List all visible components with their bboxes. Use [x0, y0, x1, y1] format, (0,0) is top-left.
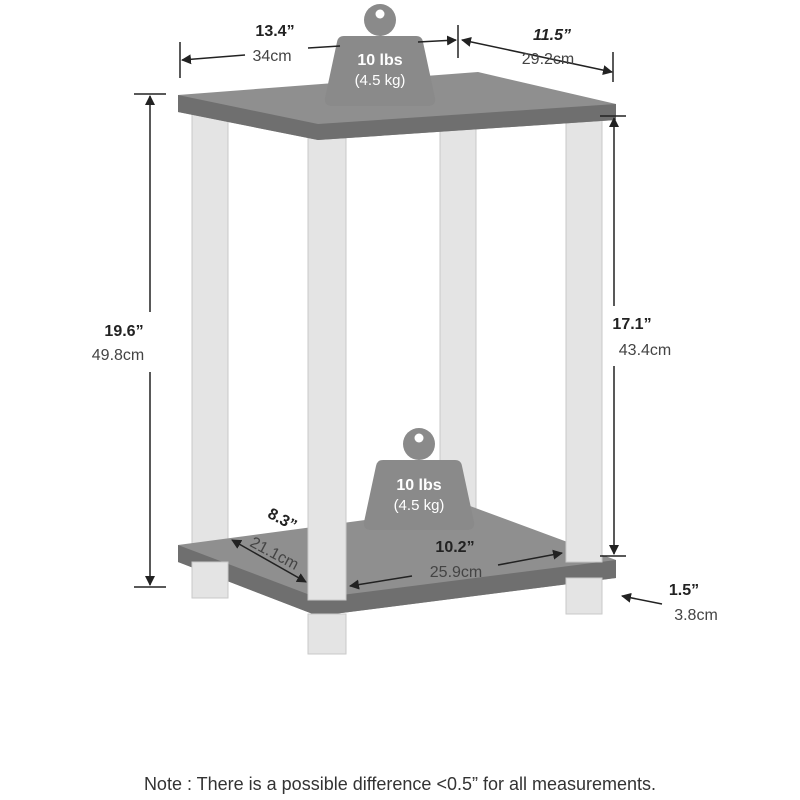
dimension-top-width: 13.4” 34cm — [179, 23, 459, 78]
dimension-top-depth: 11.5” 29.2cm — [461, 27, 614, 82]
dimension-bottom-width: 10.2” 25.9cm — [349, 539, 563, 590]
inner-height-cm: 43.4cm — [619, 342, 671, 359]
bottom-width-cm: 25.9cm — [430, 564, 482, 581]
dimension-total-height: 19.6” 49.8cm — [92, 93, 166, 588]
top-weight-lbs: 10 lbs — [357, 52, 402, 69]
top-depth-inch: 11.5” — [533, 27, 571, 44]
post-back-left — [191, 107, 229, 549]
foot-right — [565, 577, 603, 615]
inner-height-inch: 17.1” — [612, 316, 651, 333]
dimension-inner-height: 17.1” 43.4cm — [600, 115, 671, 557]
end-table — [178, 72, 616, 655]
foot-left — [191, 561, 229, 599]
dimension-foot-height: 1.5” 3.8cm — [621, 582, 718, 624]
post-back-right — [439, 127, 477, 509]
foot-height-cm: 3.8cm — [674, 607, 718, 624]
top-depth-cm: 29.2cm — [522, 51, 574, 68]
total-height-cm: 49.8cm — [92, 347, 144, 364]
top-width-cm: 34cm — [252, 48, 291, 65]
weight-icon-bottom: 10 lbs (4.5 kg) — [363, 428, 475, 530]
weight-icon-top: 10 lbs (4.5 kg) — [324, 4, 436, 106]
bottom-weight-kg: (4.5 kg) — [394, 497, 445, 514]
bottom-shelf-edge — [178, 545, 616, 616]
bottom-width-inch: 10.2” — [435, 539, 474, 556]
measurement-note: Note : There is a possible difference <0… — [143, 774, 657, 794]
total-height-inch: 19.6” — [104, 323, 143, 340]
post-front-left — [307, 137, 347, 601]
bottom-weight-lbs: 10 lbs — [396, 477, 441, 494]
post-front-right — [565, 117, 603, 563]
top-shelf-edge — [178, 95, 616, 140]
top-width-inch: 13.4” — [255, 23, 294, 40]
foot-height-inch: 1.5” — [669, 582, 699, 599]
foot-front — [307, 613, 347, 655]
top-weight-kg: (4.5 kg) — [355, 72, 406, 89]
